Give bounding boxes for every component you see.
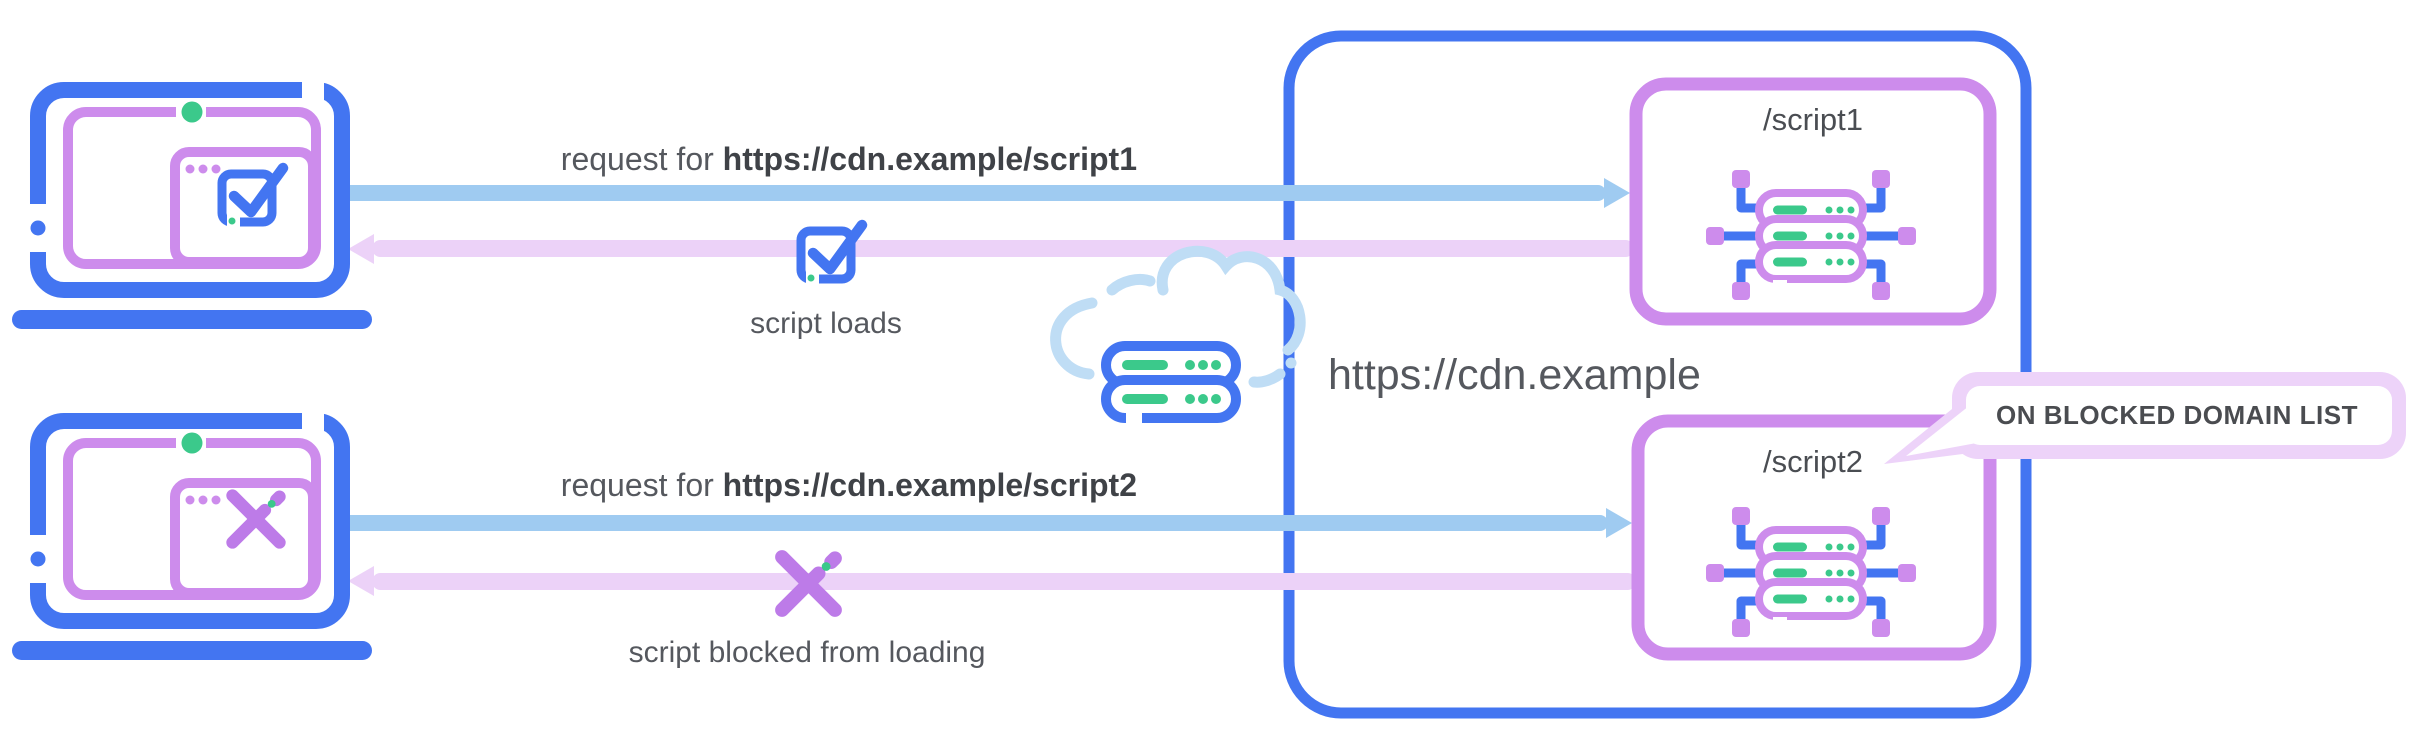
- request-arrow-2: [336, 508, 1632, 538]
- cdn-domain-label: https://cdn.example: [1328, 351, 1701, 399]
- endpoint-label-script1: /script1: [1763, 102, 1863, 137]
- server-icon: [1706, 507, 1916, 637]
- endpoint-box-script2: /script2: [1631, 414, 1997, 661]
- endpoint-label-script2: /script2: [1763, 444, 1863, 479]
- response-label-2: script blocked from loading: [629, 636, 986, 669]
- server-icon: [1706, 170, 1916, 300]
- cloud-server-icon: [1050, 245, 1306, 424]
- request-arrow-1: [336, 178, 1630, 208]
- response-arrow-2: [348, 566, 1636, 596]
- request-label-2: request for https://cdn.example/script2: [516, 467, 1163, 503]
- laptop-icon: [12, 78, 372, 329]
- client-laptop-allowed: [12, 78, 372, 329]
- response-arrow-1: [348, 234, 1634, 264]
- check-square-icon: [801, 225, 862, 285]
- blocked-domain-callout: ON BLOCKED DOMAIN LIST: [1884, 372, 2406, 464]
- callout-label: ON BLOCKED DOMAIN LIST: [1996, 400, 2358, 430]
- response-label-1: script loads: [750, 307, 902, 340]
- endpoint-box-script1: /script1: [1629, 77, 1997, 326]
- laptop-icon: [12, 409, 372, 660]
- check-square-icon: [222, 168, 283, 228]
- request-label-1: request for https://cdn.example/script1: [516, 141, 1163, 177]
- client-laptop-blocked: [12, 409, 372, 660]
